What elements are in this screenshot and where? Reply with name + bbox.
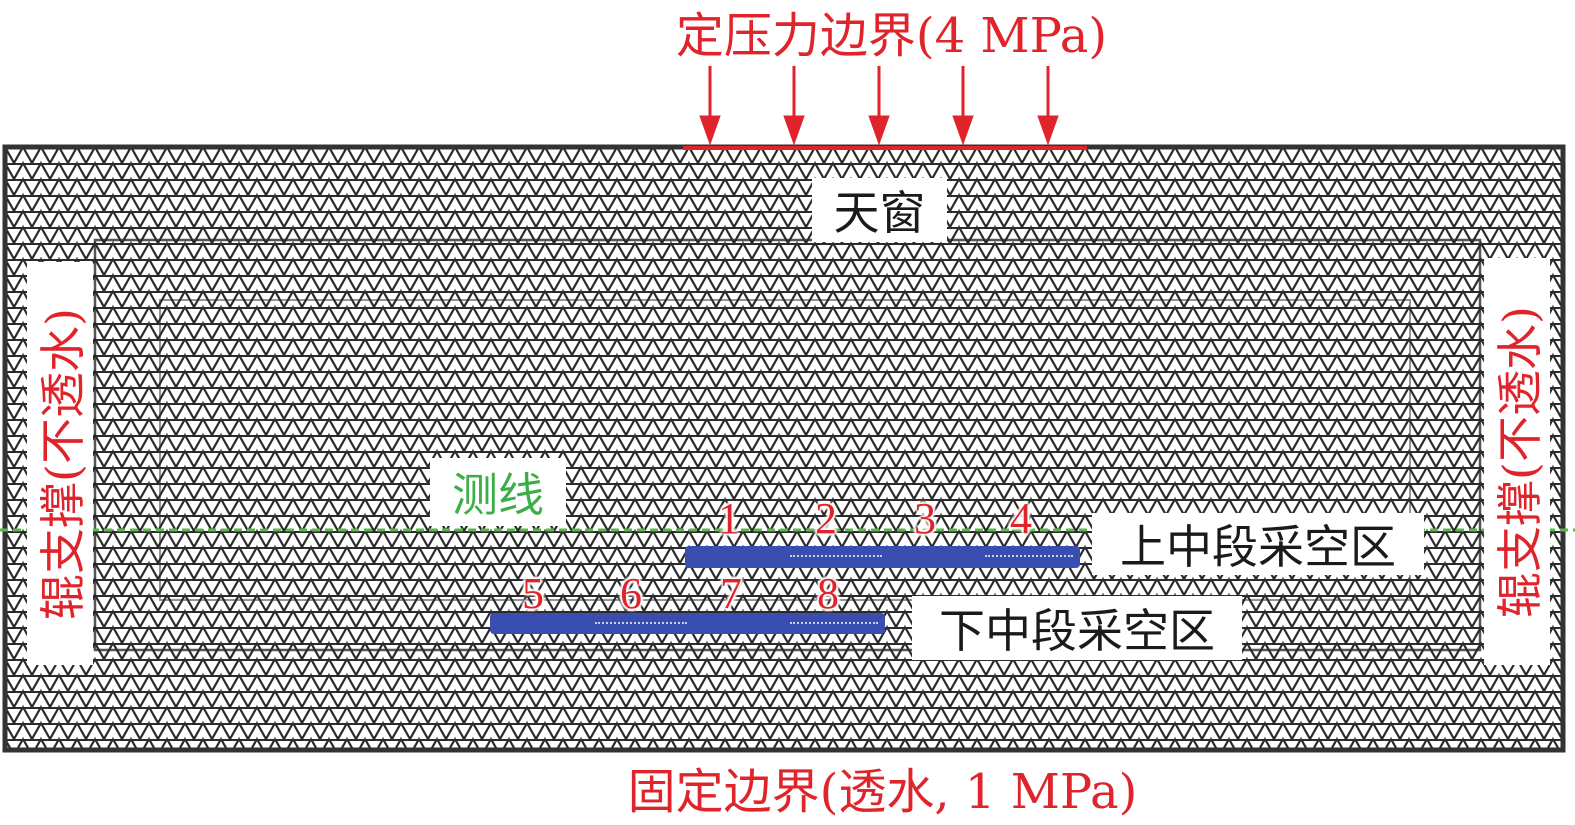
monitoring-point-5: 5 [522,569,544,618]
down-arrow-icon [783,66,805,146]
skylight-label: 天窗 [812,178,947,242]
top-boundary-label: 定压力边界(4 MPa) [675,8,1108,64]
right-boundary-text: 辊支撑(不透水) [1493,305,1547,618]
monitoring-point-1: 1 [718,494,740,543]
monitoring-point-7: 7 [720,569,742,618]
lower-goaf-label: 下中段采空区 [912,596,1242,660]
left-boundary-text: 辊支撑(不透水) [36,307,90,620]
monitoring-point-8: 8 [817,569,839,618]
upper-goaf-bar [685,546,1080,568]
right-boundary-label: 辊支撑(不透水) [1484,258,1550,665]
monitoring-point-4: 4 [1010,494,1032,543]
down-arrow-icon [699,66,721,146]
survey-line-label: 测线 [430,458,566,526]
skylight-text: 天窗 [833,186,926,240]
down-arrow-icon [868,66,890,146]
bottom-boundary-label: 固定边界(透水, 1 MPa) [627,764,1138,820]
monitoring-point-6: 6 [620,569,642,618]
down-arrow-icon [952,66,974,146]
mesh-area [5,147,1563,750]
left-boundary-label: 辊支撑(不透水) [27,262,93,665]
upper-goaf-label: 上中段采空区 [1092,513,1424,575]
down-arrow-icon [1037,66,1059,146]
survey-line-text: 测线 [452,468,544,522]
upper-goaf-text: 上中段采空区 [1120,520,1396,574]
monitoring-point-3: 3 [914,494,936,543]
lower-goaf-text: 下中段采空区 [939,604,1215,658]
monitoring-point-2: 2 [815,494,837,543]
pressure-arrows [699,66,1059,146]
lower-goaf-bar [490,613,885,634]
